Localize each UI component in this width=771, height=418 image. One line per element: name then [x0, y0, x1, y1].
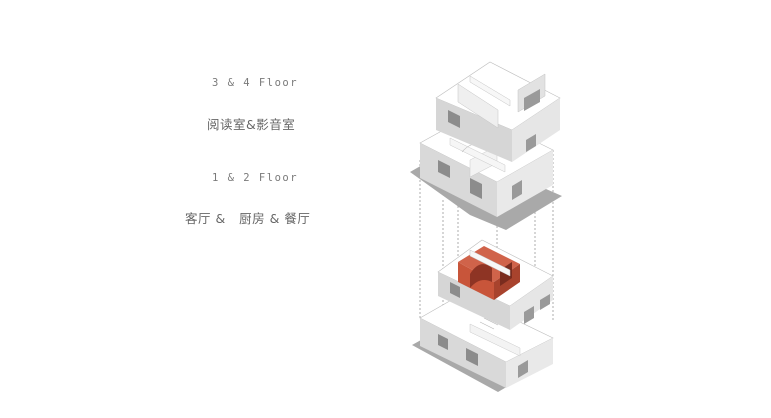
upper-floor-label: 3 & 4 Floor	[212, 77, 299, 89]
lower-floor-label: 1 & 2 Floor	[212, 172, 299, 184]
lower-block-floor-2	[437, 239, 554, 330]
lower-rooms-label: 客厅 & 厨房 & 餐厅	[185, 211, 311, 226]
lower-block-floor-1	[419, 293, 554, 388]
upper-block-floor-4	[435, 61, 561, 162]
upper-rooms-label: 阅读室&影音室	[207, 117, 296, 132]
